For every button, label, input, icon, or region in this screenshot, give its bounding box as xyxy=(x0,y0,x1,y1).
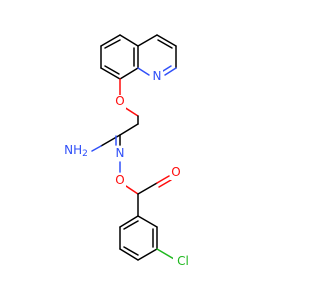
ether-linkage xyxy=(119,78,139,125)
chlorine-label: Cl xyxy=(177,254,189,268)
amidine-subscript-text: 2 xyxy=(82,149,88,159)
quinoline-benzo-ring xyxy=(100,34,139,80)
oxime-oxygen-label: O xyxy=(115,173,124,187)
molecule-structure: N O NH2 N O O Cl xyxy=(61,34,191,268)
quinoline-nitrogen-label: N xyxy=(153,69,162,83)
amidine-nh-text: NH xyxy=(64,143,82,157)
imine-nitrogen-label: N xyxy=(116,146,125,160)
quinoline-pyridine-ring xyxy=(137,34,177,76)
ester-group xyxy=(125,175,172,217)
ether-oxygen-label: O xyxy=(115,94,124,108)
carbonyl-oxygen-label: O xyxy=(171,165,180,179)
amidoxime-group xyxy=(91,123,139,173)
amidine-amino-label: NH2 xyxy=(64,143,88,159)
atom-labels: N O NH2 N O O Cl xyxy=(61,69,191,268)
chlorophenyl-ring xyxy=(119,215,175,261)
